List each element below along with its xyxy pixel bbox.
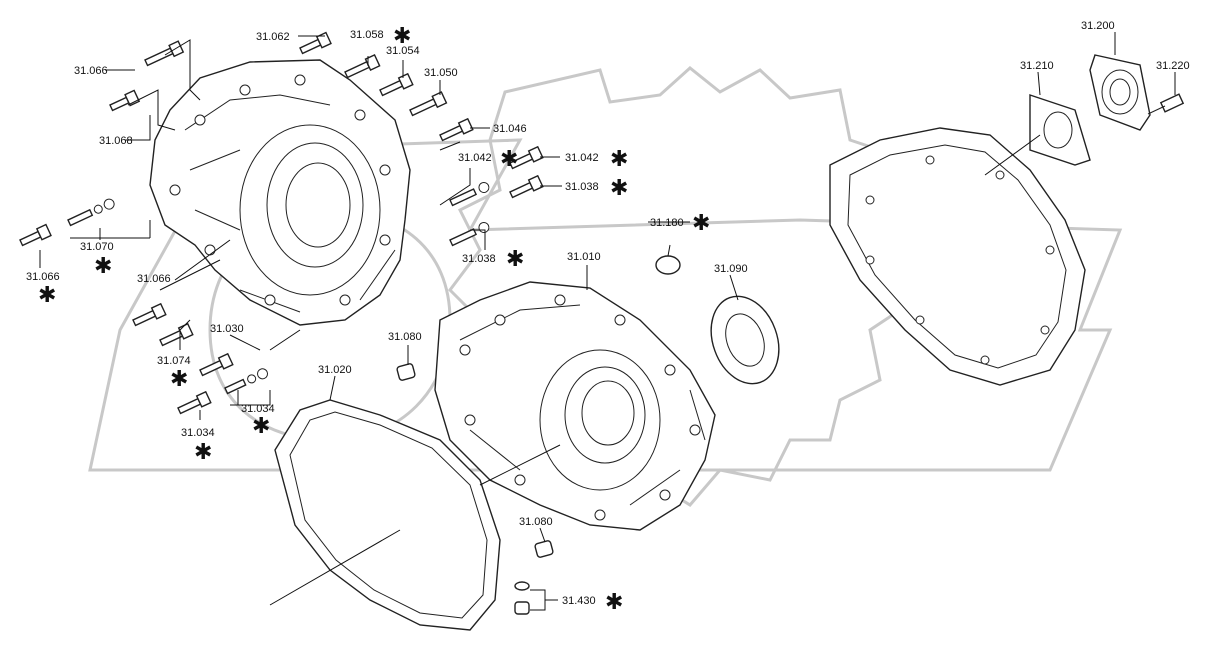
label-31046: 31.046 [493,123,527,135]
label-31430: 31.430 [562,595,596,607]
label-31210: 31.210 [1020,60,1054,72]
label-31074: 31.074 [157,355,191,367]
label-31050: 31.050 [424,67,458,79]
label-31034-right: 31.034 [241,403,275,415]
label-31030: 31.030 [210,323,244,335]
label-31080-top: 31.080 [388,331,422,343]
label-31220: 31.220 [1156,60,1190,72]
leader-lines [39,32,1176,611]
label-31054: 31.054 [386,45,420,57]
housing-gasket [274,399,501,631]
flange-cover [1089,54,1151,131]
bolt-31220 [1147,93,1185,115]
label-31090: 31.090 [714,263,748,275]
label-31038-right: 31.038 [565,181,599,193]
star-31042-left: ✱ [500,147,518,172]
star-31038-mid: ✱ [506,247,524,272]
cover-plate [1029,94,1091,166]
star-31042-right: ✱ [610,147,628,172]
label-31042-left: 31.042 [458,152,492,164]
label-31010: 31.010 [567,251,601,263]
star-31038-right: ✱ [610,176,628,201]
star-31430: ✱ [605,590,623,615]
label-31066-mid: 31.066 [137,273,171,285]
label-31038-mid: 31.038 [462,253,496,265]
label-31080-bottom: 31.080 [519,516,553,528]
label-31200: 31.200 [1081,20,1115,32]
star-31074: ✱ [170,367,188,392]
star-31058: ✱ [393,24,411,49]
dowel-pins [396,363,554,558]
label-31068: 31.068 [99,135,133,147]
bearing [710,295,780,385]
bolts [19,31,544,415]
label-31066-left: 31.066 [26,271,60,283]
part-labels: 31.062 31.058 ✱ 31.054 31.050 31.066 31.… [26,20,1190,615]
label-31034-left: 31.034 [181,427,215,439]
label-31058: 31.058 [350,29,384,41]
label-31066-top: 31.066 [74,65,108,77]
label-31070: 31.070 [80,241,114,253]
transmission-housing [434,281,716,531]
label-31180: 31.180 [650,217,684,229]
star-31034-left: ✱ [194,440,212,465]
rear-housing [149,59,411,326]
label-31020: 31.020 [318,364,352,376]
star-31180: ✱ [692,211,710,236]
drain-plug [514,581,530,615]
star-31070: ✱ [94,254,112,279]
label-31042-right: 31.042 [565,152,599,164]
cover-gasket [829,127,1086,386]
label-31062: 31.062 [256,31,290,43]
seal-plug [655,255,681,275]
star-31066-left: ✱ [38,283,56,308]
star-31034-right: ✱ [252,414,270,439]
